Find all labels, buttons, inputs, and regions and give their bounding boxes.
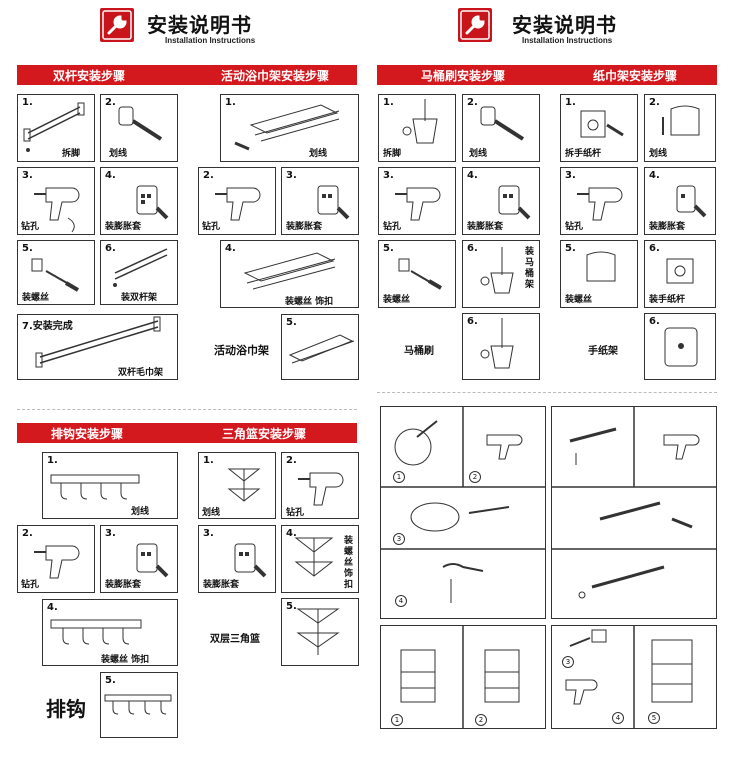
- toilet-brush-step-6b: 6.: [462, 313, 540, 380]
- section-toilet-brush-title: 马桶刷安装步骤: [421, 67, 505, 84]
- section-bar-bottom-left: 排钩安装步骤 三角篮安装步骤: [17, 423, 357, 443]
- corner-basket-step-5: 5.: [281, 598, 359, 666]
- hook-rail-step-3: 3. 装膨胀套: [100, 525, 178, 593]
- paper-holder-step-4: 4. 装膨胀套: [644, 167, 716, 235]
- corner-basket-icon: [282, 599, 358, 665]
- step-number-badge: 1: [391, 714, 403, 726]
- section-bar-top-left: 双杆安装步骤 活动浴巾架安装步骤: [17, 65, 357, 85]
- double-bar-step-3: 3. 钻孔: [17, 167, 95, 235]
- double-bar-step-2: 2. 划线: [100, 94, 178, 162]
- wrench-logo-icon: [100, 8, 134, 42]
- header-title-right: 安装说明书: [512, 9, 617, 38]
- header-subtitle-right: Installation Instructions: [522, 36, 612, 45]
- toilet-brush-step-4: 4. 装膨胀套: [462, 167, 540, 235]
- corner-basket-step-3: 3. 装膨胀套: [198, 525, 276, 593]
- step-number-badge: 4: [395, 595, 407, 607]
- step-number-badge: 1: [393, 471, 405, 483]
- header-subtitle-left: Installation Instructions: [165, 36, 255, 45]
- step-number-badge: 3: [393, 533, 405, 545]
- toilet-brush-final-label: 马桶刷: [404, 342, 434, 357]
- step-number-badge: 5: [648, 712, 660, 724]
- step-number-badge: 2: [469, 471, 481, 483]
- toilet-brush-step-3: 3. 钻孔: [378, 167, 456, 235]
- towel-rack-icon: [282, 315, 358, 379]
- step-number-badge: 2: [475, 714, 487, 726]
- header-title-left: 安装说明书: [147, 9, 252, 38]
- pictorial-steps-illustration: [381, 407, 545, 618]
- toilet-brush-step-2: 2. 划线: [462, 94, 540, 162]
- pictorial-steps-illustration: [552, 407, 716, 618]
- hook-rail-step-5: 5.: [100, 672, 178, 738]
- toilet-brush-step-1: 1. 拆脚: [378, 94, 456, 162]
- hook-rail-final-label: 排钩: [46, 693, 86, 722]
- towel-rack-step-2: 2. 钻孔: [198, 167, 276, 235]
- towel-rack-step-4: 4. 装螺丝 饰扣: [220, 240, 359, 308]
- towel-rack-icon: [221, 95, 357, 161]
- paper-holder-step-1: 1. 拆手纸杆: [560, 94, 638, 162]
- double-bar-step-4: 4. 装膨胀套: [100, 167, 178, 235]
- hook-rail-icon: [101, 673, 177, 737]
- double-bar-step-5: 5. 装螺丝: [17, 240, 95, 305]
- wrench-logo-icon: [458, 8, 492, 42]
- pictorial-steps-illustration: [381, 626, 545, 728]
- towel-rack-step-5: 5.: [281, 314, 359, 380]
- towel-bar-icon: [18, 95, 94, 161]
- pictorial-grid-d: 3 4 5: [551, 625, 717, 729]
- double-bar-step-7: 7.安装完成 双杆毛巾架: [17, 314, 178, 380]
- paper-holder-step-6b: 6.: [644, 313, 716, 380]
- towel-rack-step-1: 1. 划线: [220, 94, 359, 162]
- pictorial-grid-c: 1 2: [380, 625, 546, 729]
- paper-holder-step-3: 3. 钻孔: [560, 167, 638, 235]
- section-towel-rack-title: 活动浴巾架安装步骤: [221, 67, 329, 84]
- paper-holder-step-6: 6. 装手纸杆: [644, 240, 716, 308]
- pictorial-grid-b: [551, 406, 717, 619]
- double-bar-step-6: 6. 装双杆架: [100, 240, 178, 305]
- hook-rail-step-2: 2. 钻孔: [17, 525, 95, 593]
- section-paper-holder-title: 纸巾架安装步骤: [593, 67, 677, 84]
- section-hook-rail-title: 排钩安装步骤: [51, 425, 123, 442]
- toilet-brush-icon: [463, 314, 539, 379]
- hook-rail-icon: [43, 453, 177, 518]
- pictorial-grid-a: 1 2 3 4: [380, 406, 546, 619]
- hook-rail-step-1: 1. 划线: [42, 452, 178, 519]
- corner-basket-step-2: 2. 钻孔: [281, 452, 359, 519]
- section-divider: [17, 409, 357, 410]
- paper-holder-icon: [645, 314, 715, 379]
- paper-holder-step-2: 2. 划线: [644, 94, 716, 162]
- double-bar-step-1: 1. 拆脚: [17, 94, 95, 162]
- corner-basket-step-1: 1. 划线: [198, 452, 276, 519]
- paper-holder-step-5: 5. 装螺丝: [560, 240, 638, 308]
- step-number-badge: 4: [612, 712, 624, 724]
- towel-rack-final-label: 活动浴巾架: [214, 342, 269, 358]
- step-number-badge: 3: [562, 656, 574, 668]
- towel-rack-step-3: 3. 装膨胀套: [281, 167, 359, 235]
- toilet-brush-step-5: 5. 装螺丝: [378, 240, 456, 308]
- hook-rail-step-4: 4. 装螺丝 饰扣: [42, 599, 178, 666]
- section-double-bar-title: 双杆安装步骤: [53, 67, 125, 84]
- corner-basket-final-label: 双层三角篮: [210, 630, 260, 645]
- toilet-brush-step-6: 6. 装马桶架: [462, 240, 540, 308]
- paper-holder-final-label: 手纸架: [588, 342, 618, 357]
- section-divider: [377, 392, 717, 393]
- section-bar-top-right: 马桶刷安装步骤 纸巾架安装步骤: [377, 65, 717, 85]
- corner-basket-step-4: 4. 装螺丝饰扣: [281, 525, 359, 593]
- section-corner-basket-title: 三角篮安装步骤: [222, 425, 306, 442]
- pictorial-steps-illustration: [552, 626, 716, 728]
